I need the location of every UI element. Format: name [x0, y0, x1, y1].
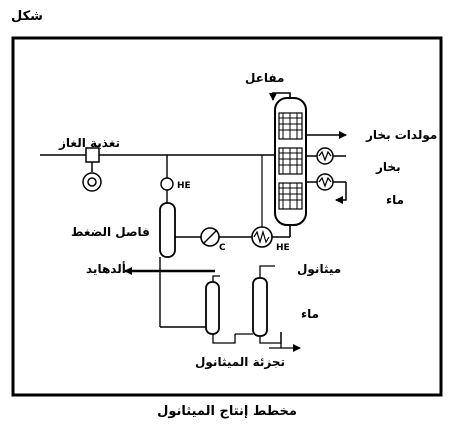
he-label-2: HE — [276, 243, 290, 253]
cooler-icon — [200, 227, 220, 247]
column-icon-2 — [235, 265, 282, 348]
water-bottom-label: ماء — [301, 307, 320, 321]
he-label-1: HE — [177, 181, 191, 191]
gas-feed-label: تغذية الغاز — [59, 136, 120, 150]
figure-label: شكل — [11, 9, 43, 24]
separator-icon — [159, 155, 176, 258]
pressure-separator-label: فاصل الضغط — [71, 225, 150, 239]
steam-generator-icon — [306, 131, 347, 204]
reactor-icon — [274, 97, 307, 226]
reactor-label: مفاعل — [245, 71, 285, 85]
column-icon — [205, 275, 236, 344]
caption: مخطط إنتاج الميثانول — [157, 404, 297, 419]
cooler-label: C — [219, 243, 226, 253]
methanol-out-label: ميثانول — [297, 262, 342, 276]
steam-label: بخار — [376, 160, 401, 174]
diagram-frame — [11, 36, 443, 397]
steam-generators-label: مولدات بخار — [366, 128, 438, 142]
methanol-fractionation-label: تجزئة الميثانول — [195, 355, 285, 369]
water-top-label: ماء — [386, 193, 405, 207]
aldehydes-label: ألدهايد — [86, 262, 126, 276]
compressor-icon — [82, 147, 102, 192]
